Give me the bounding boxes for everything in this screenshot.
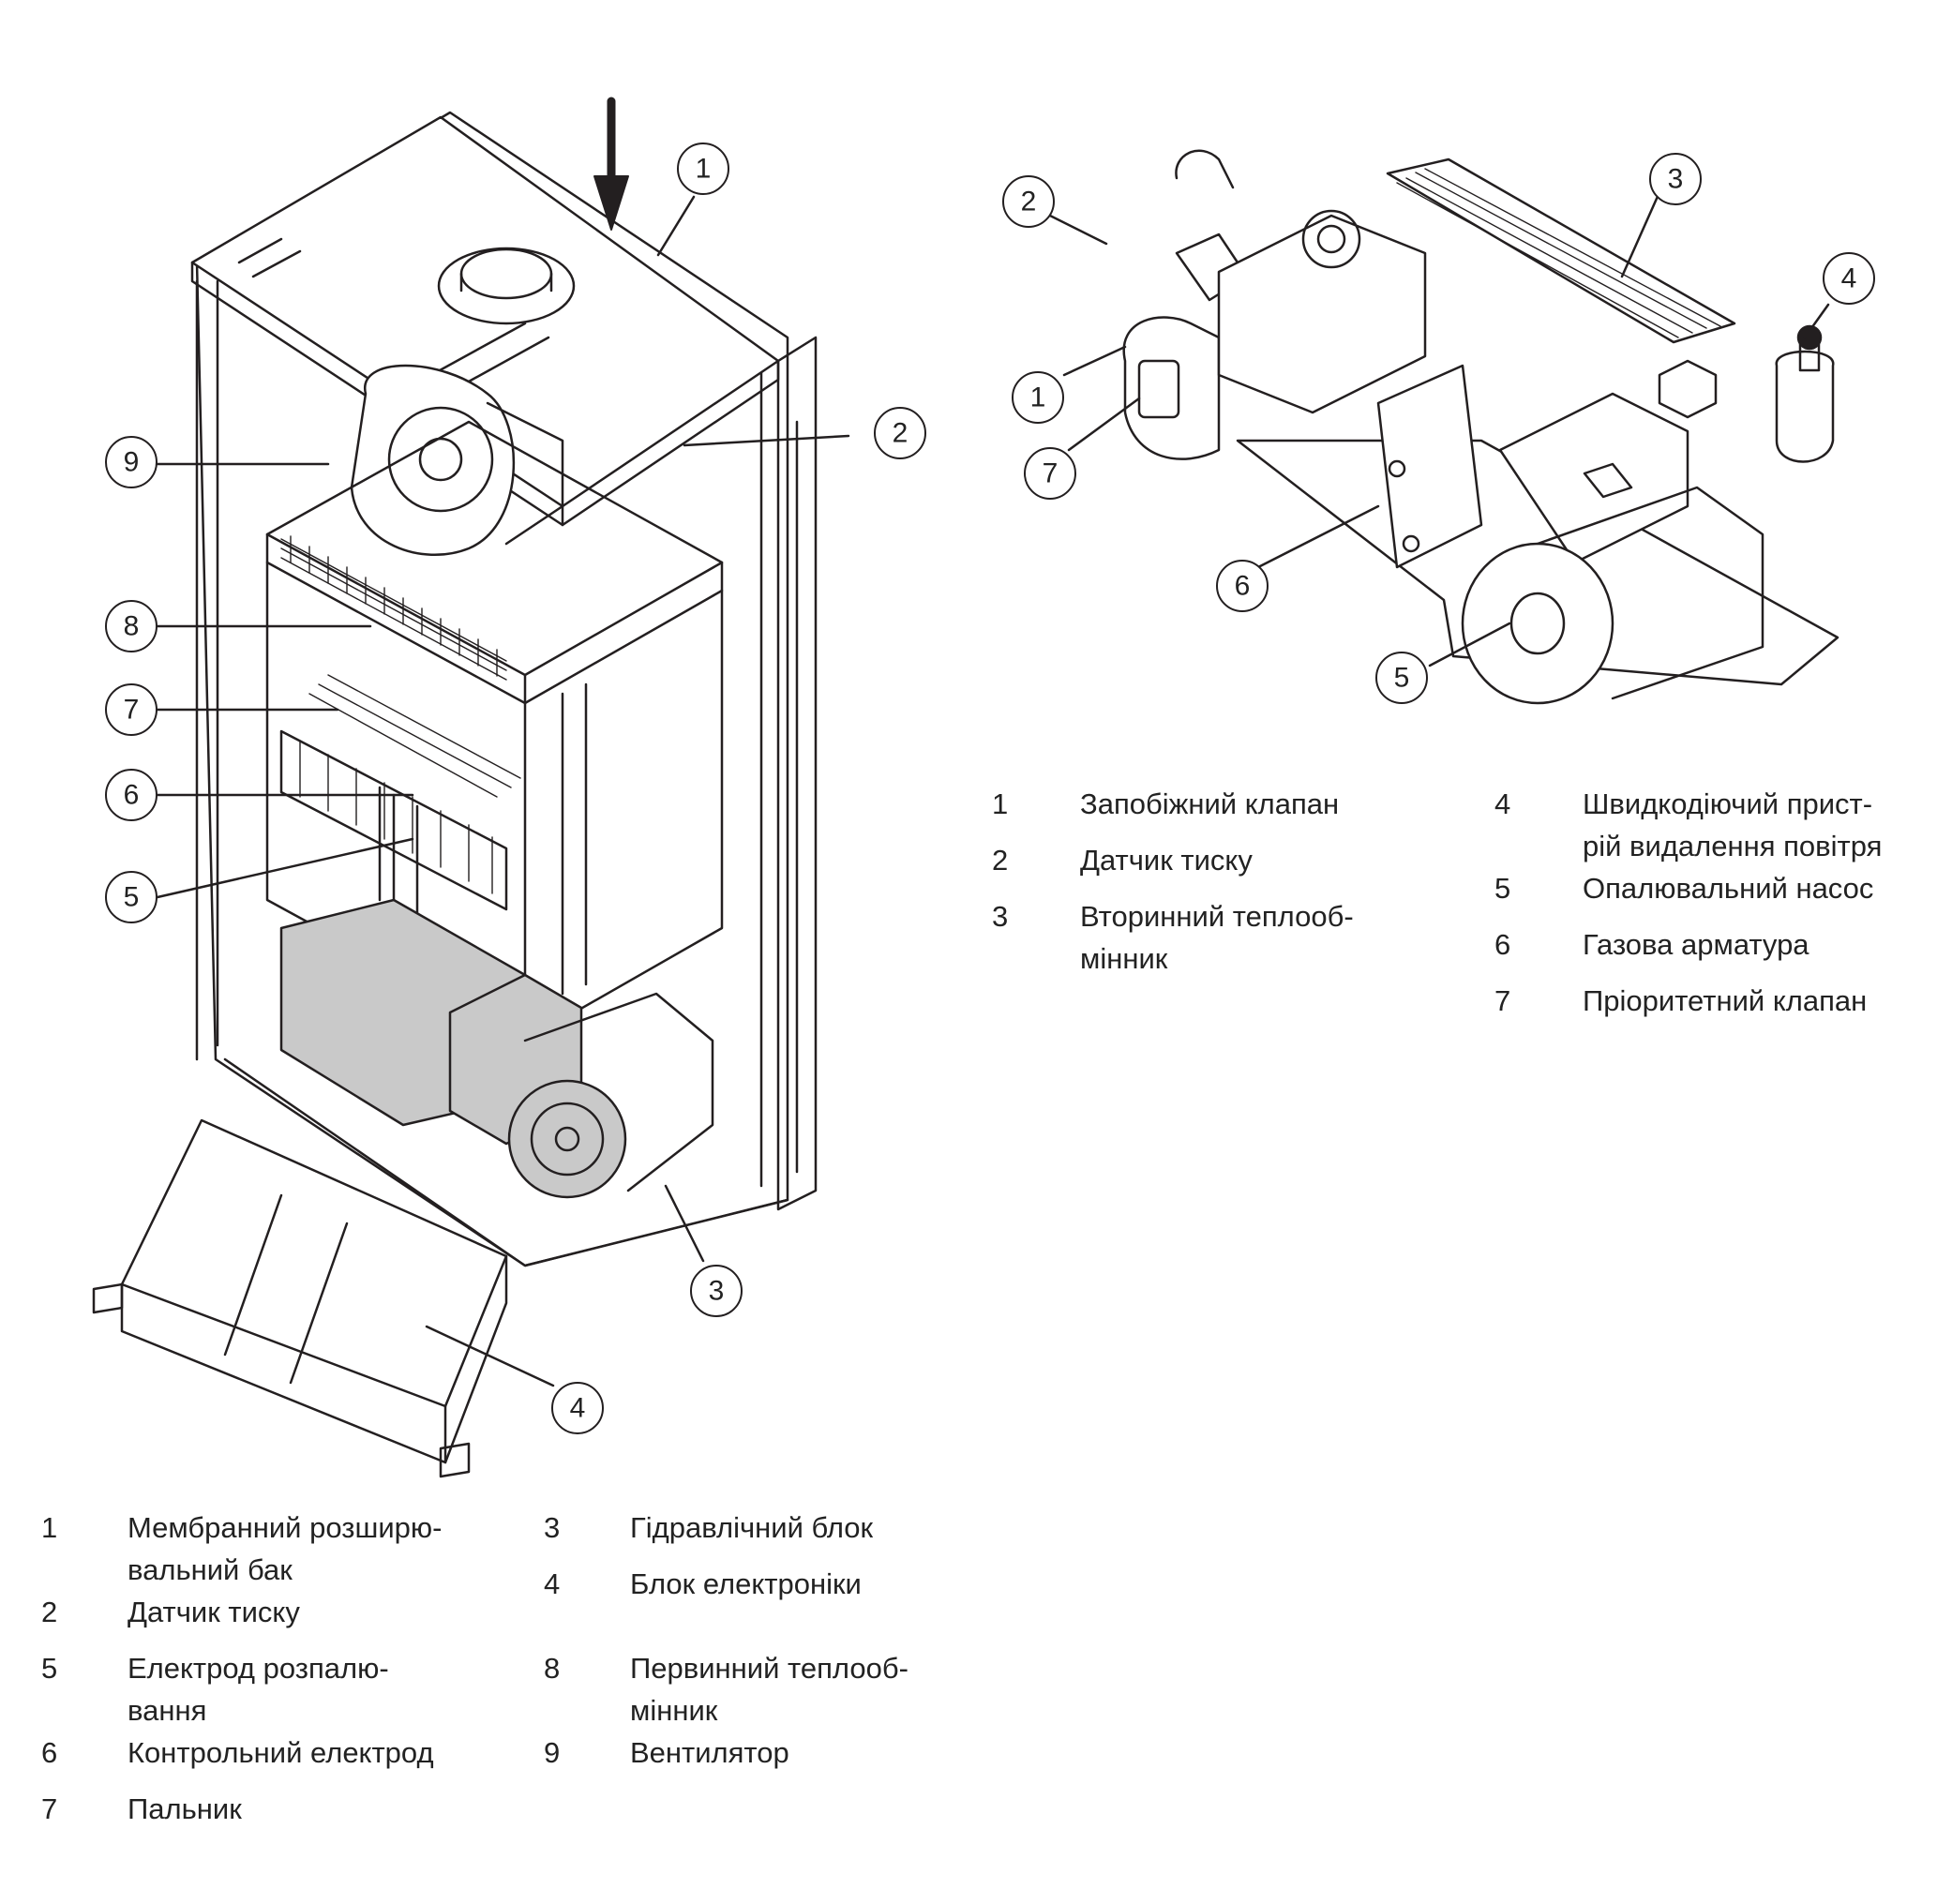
legend-item: 7 Пріоритетний клапан — [1494, 980, 1907, 1036]
legend-number: 5 — [1494, 872, 1511, 905]
legend-text: Блок електроніки — [630, 1567, 862, 1600]
legend-number: 6 — [41, 1736, 58, 1769]
callout-right-6 — [1216, 560, 1269, 612]
callout-right-1 — [1012, 371, 1064, 424]
callout-right-5-num: 5 — [1394, 663, 1410, 694]
legend-text: Вторинний теплооб- — [1080, 900, 1354, 933]
legend-item: 3 Гідравлічний блок — [544, 1507, 975, 1563]
legend-number: 3 — [544, 1511, 561, 1544]
legend-item: 2 Датчик тиску — [41, 1591, 473, 1647]
legend-item: 8 Первинний теплооб- мінник — [544, 1647, 975, 1732]
callout-left-6-num: 6 — [124, 780, 140, 811]
legend-number: 6 — [1494, 928, 1511, 961]
callout-right-3 — [1649, 153, 1702, 205]
legend-number: 7 — [41, 1792, 58, 1825]
legend-text: Пальник — [128, 1792, 242, 1825]
callout-left-7 — [105, 683, 158, 736]
legend-text: Опалювальний насос — [1583, 872, 1874, 905]
callout-right-2-num: 2 — [1021, 187, 1037, 217]
legend-text: мінник — [630, 1694, 718, 1727]
callout-left-3-num: 3 — [709, 1276, 725, 1307]
legend-text: Датчик тиску — [128, 1596, 300, 1628]
right-legend-col-a: 1 Запобіжний клапан 2 Датчик тиску 3 Вто… — [992, 783, 1433, 980]
callout-left-4-num: 4 — [570, 1393, 586, 1424]
callout-left-9-num: 9 — [124, 447, 140, 478]
callout-left-5-num: 5 — [124, 882, 140, 913]
callout-right-2 — [1002, 175, 1055, 228]
callout-left-1 — [677, 142, 729, 195]
legend-item: 2 Датчик тиску — [992, 839, 1433, 895]
legend-item: 5 Опалювальний насос — [1494, 867, 1907, 923]
callout-left-2 — [874, 407, 926, 459]
legend-number: 4 — [1494, 787, 1511, 820]
legend-number: 4 — [544, 1567, 561, 1600]
legend-text: Газова арматура — [1583, 928, 1809, 961]
legend-number: 2 — [41, 1596, 58, 1628]
legend-text: Гідравлічний блок — [630, 1511, 874, 1544]
legend-text: вальний бак — [128, 1553, 293, 1586]
legend-item: 6 Газова арматура — [1494, 923, 1907, 980]
legend-text: Датчик тиску — [1080, 844, 1253, 877]
legend-number: 1 — [992, 787, 1009, 820]
legend-number: 9 — [544, 1736, 561, 1769]
callout-left-9 — [105, 436, 158, 488]
legend-item: 3 Вторинний теплооб- мінник — [992, 895, 1433, 980]
callout-left-3 — [690, 1265, 743, 1317]
callout-left-8 — [105, 600, 158, 652]
legend-text: Запобіжний клапан — [1080, 787, 1340, 820]
legend-text: Вентилятор — [630, 1736, 789, 1769]
callout-right-5 — [1375, 652, 1428, 704]
callout-right-7 — [1024, 447, 1076, 500]
legend-number: 1 — [41, 1511, 58, 1544]
callout-left-4 — [551, 1382, 604, 1434]
legend-number: 7 — [1494, 984, 1511, 1017]
legend-text: вання — [128, 1694, 207, 1727]
legend-text: Пріоритетний клапан — [1583, 984, 1868, 1017]
legend-text: рій видалення повітря — [1583, 830, 1883, 862]
legend-text: Первинний теплооб- — [630, 1652, 908, 1685]
legend-item: 9 Вентилятор — [544, 1732, 975, 1788]
callout-right-1-num: 1 — [1030, 382, 1046, 413]
legend-item: 1 Запобіжний клапан — [992, 783, 1433, 839]
callout-left-1-num: 1 — [696, 154, 712, 185]
legend-item: 4 Швидкодіючий прист- рій видалення пові… — [1494, 783, 1907, 867]
callout-left-5 — [105, 871, 158, 923]
legend-number: 3 — [992, 900, 1009, 933]
hydraulic-block — [1122, 149, 1839, 705]
legend-text: Електрод розпалю- — [128, 1652, 389, 1685]
callout-left-2-num: 2 — [893, 418, 908, 449]
callout-left-6 — [105, 769, 158, 821]
legend-item: 1 Мембранний розширю- вальний бак — [41, 1507, 473, 1591]
legend-item: 5 Електрод розпалю- вання — [41, 1647, 473, 1732]
legend-number: 8 — [544, 1652, 561, 1685]
legend-item: 6 Контрольний електрод — [41, 1732, 473, 1788]
callout-right-7-num: 7 — [1043, 458, 1059, 489]
legend-text: мінник — [1080, 942, 1168, 975]
left-legend-col-a: 1 Мембранний розширю- вальний бак 2 Датч… — [41, 1507, 473, 1844]
callout-right-4-num: 4 — [1841, 263, 1857, 294]
legend-number: 2 — [992, 844, 1009, 877]
callout-right-3-num: 3 — [1668, 164, 1684, 195]
right-legend-col-b: 4 Швидкодіючий прист- рій видалення пові… — [1494, 783, 1907, 1036]
legend-item: 4 Блок електроніки — [544, 1563, 975, 1647]
callout-left-8-num: 8 — [124, 611, 140, 642]
legend-text: Мембранний розширю- — [128, 1511, 443, 1544]
legend-number: 5 — [41, 1652, 58, 1685]
left-legend-col-b: 3 Гідравлічний блок 4 Блок електроніки 8… — [544, 1507, 975, 1788]
boiler-casing — [92, 111, 818, 1478]
callout-left-7-num: 7 — [124, 695, 140, 726]
legend-text: Швидкодіючий прист- — [1583, 787, 1873, 820]
legend-text: Контрольний електрод — [128, 1736, 434, 1769]
legend-item: 7 Пальник — [41, 1788, 473, 1844]
callout-right-6-num: 6 — [1235, 571, 1251, 602]
callout-right-4 — [1823, 252, 1875, 305]
